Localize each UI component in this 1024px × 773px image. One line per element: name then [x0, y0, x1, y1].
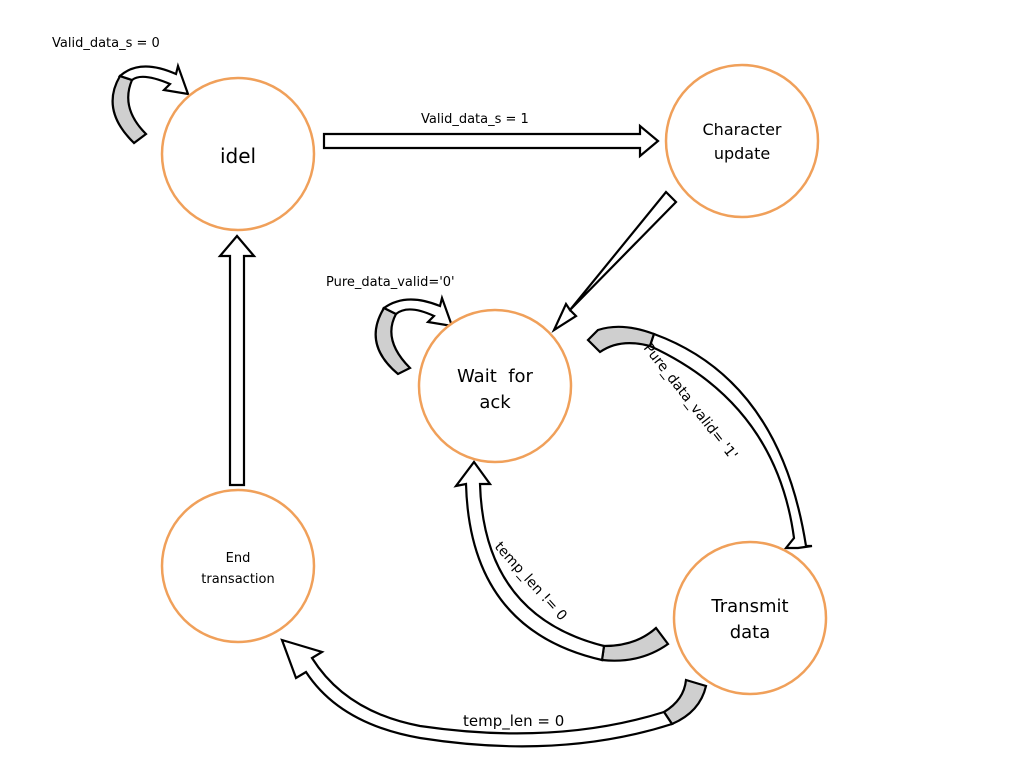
- state-idle: idel: [160, 76, 316, 232]
- state-wait-for-ack: Wait for ack: [417, 308, 573, 464]
- label-wait-self: Pure_data_valid='0': [326, 275, 455, 290]
- state-transmit-data: Transmit data: [672, 540, 828, 696]
- state-char-label-line1: Character: [703, 120, 782, 139]
- state-wait-label-line2: ack: [479, 392, 511, 413]
- wait-self-loop-arrow: [374, 294, 454, 376]
- idle-to-char-arrow: [322, 123, 660, 159]
- transmit-to-wait-arrow: [453, 460, 670, 662]
- state-char-label-line2: update: [714, 144, 770, 163]
- label-idle-self: Valid_data_s = 0: [52, 36, 160, 51]
- state-end-transaction: End transaction: [160, 488, 316, 644]
- label-transmit-to-end: temp_len = 0: [463, 712, 564, 731]
- state-character-update: Character update: [664, 63, 820, 219]
- end-to-idle-arrow: [217, 234, 257, 487]
- wait-to-transmit-arrow: [586, 325, 813, 550]
- state-wait-label-line1: Wait for: [457, 366, 534, 387]
- transmit-to-end-arrow: [280, 638, 708, 748]
- state-transmit-label-line1: Transmit: [710, 596, 788, 617]
- idle-self-loop-arrow: [111, 62, 190, 145]
- label-idle-to-char: Valid_data_s = 1: [421, 112, 529, 127]
- char-to-wait-arrow: [551, 190, 678, 333]
- state-transmit-label-line2: data: [730, 622, 771, 643]
- state-end-label-line1: End: [226, 551, 251, 566]
- state-idle-label: idel: [220, 144, 256, 168]
- state-end-label-line2: transaction: [201, 572, 274, 587]
